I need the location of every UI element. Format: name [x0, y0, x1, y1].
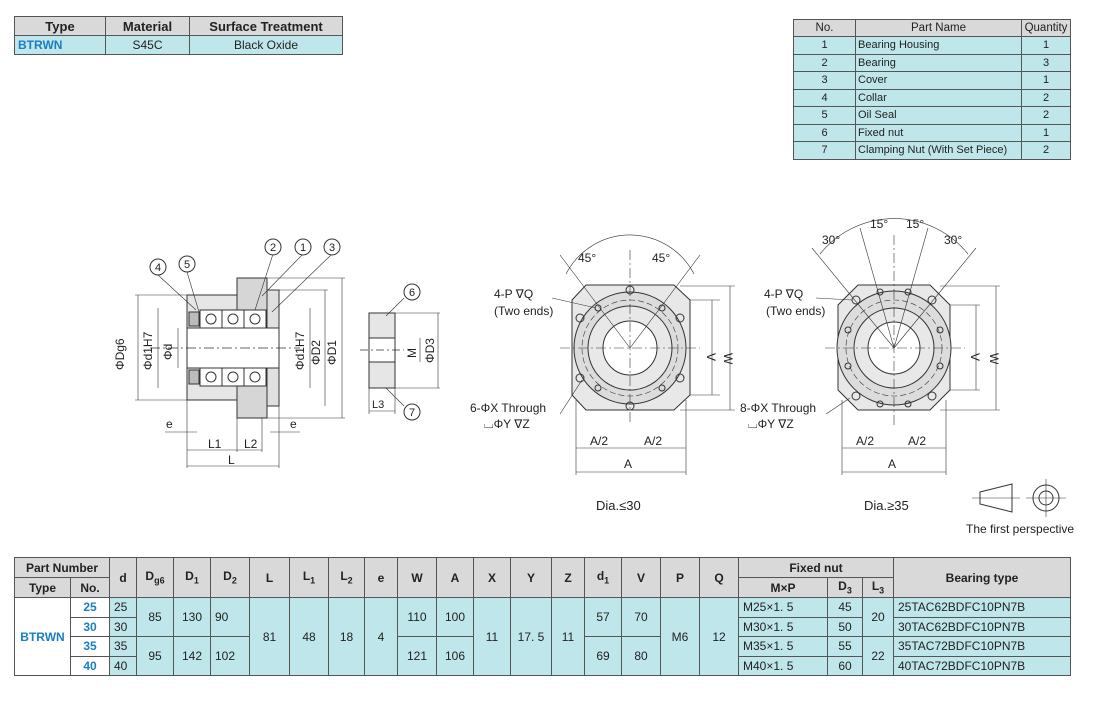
- label-l3: L3: [372, 399, 384, 411]
- balloon-1: 1: [300, 242, 306, 254]
- parts-header-name: Part Name: [855, 19, 1022, 37]
- through-label-small: 6-ΦX Through: [470, 401, 546, 415]
- dim-a-small: A: [624, 457, 632, 471]
- th-fixed-nut: Fixed nut: [738, 557, 894, 578]
- label-d: Φd: [161, 344, 175, 360]
- section-view: [135, 253, 345, 468]
- tap-note-large: (Two ends): [766, 304, 825, 318]
- balloon-2: 2: [270, 242, 276, 254]
- caption-large: Dia.≥35: [864, 498, 909, 513]
- balloon-5: 5: [184, 259, 190, 271]
- spec-table: Type Material Surface Treatment BTRWN S4…: [14, 16, 343, 55]
- label-dg6: ΦDg6: [113, 338, 127, 370]
- angle-15-right: 15°: [906, 217, 924, 231]
- label-e-left: e: [166, 417, 173, 431]
- label-d1h7-left: Φd1H7: [141, 331, 155, 370]
- label-d2: ΦD2: [309, 340, 323, 365]
- spec-material: S45C: [105, 35, 190, 55]
- dim-v-large: V: [968, 353, 982, 361]
- through-label-large: 8-ΦX Through: [740, 401, 816, 415]
- spec-surface: Black Oxide: [189, 35, 343, 55]
- parts-header-no: No.: [793, 19, 856, 37]
- nut-view: [360, 297, 440, 414]
- spec-header-material: Material: [105, 16, 190, 36]
- th-bearing-type: Bearing type: [893, 557, 1071, 598]
- dim-half-a-small-left: A/2: [590, 434, 608, 448]
- section-labels: ΦDg6 Φd1H7 Φd Φd1H7 ΦD2 ΦD1 e e L1 L2 L: [113, 331, 339, 467]
- front-view-small: [551, 234, 735, 475]
- table-row: 35 35 95 142 102 121 106 69 80 M35×1. 5 …: [15, 636, 1071, 676]
- angle-30-right: 30°: [944, 233, 962, 247]
- spec-header-type: Type: [14, 16, 106, 36]
- label-l: L: [228, 453, 235, 467]
- label-d3: ΦD3: [423, 338, 437, 363]
- angle-30-left: 30°: [822, 233, 840, 247]
- label-d1: ΦD1: [325, 340, 339, 365]
- tap-note-small: (Two ends): [494, 304, 553, 318]
- spec-header-surface: Surface Treatment: [189, 16, 343, 36]
- technical-drawing: ΦDg6 Φd1H7 Φd Φd1H7 ΦD2 ΦD1 e e L1 L2 L …: [113, 217, 1066, 517]
- tap-label-small: 4-P ∇Q: [494, 287, 533, 301]
- angle-15-left: 15°: [870, 217, 888, 231]
- dim-w-small: W: [721, 353, 735, 365]
- dim-w-large: W: [987, 353, 1001, 365]
- tap-label-large: 4-P ∇Q: [764, 287, 803, 301]
- dim-half-a-large-right: A/2: [908, 434, 926, 448]
- spec-type: BTRWN: [14, 35, 106, 55]
- balloon-6: 6: [409, 287, 415, 299]
- dim-half-a-large-left: A/2: [856, 434, 874, 448]
- balloon-4: 4: [155, 262, 161, 274]
- dim-half-a-small-right: A/2: [644, 434, 662, 448]
- front-view-large: [811, 218, 1000, 475]
- dimension-table: Part Number d Dg6 D1 D2 L L1 L2 e W A X …: [14, 557, 1071, 676]
- dim-v-small: V: [704, 353, 718, 361]
- label-l2: L2: [244, 437, 258, 451]
- parts-header-qty: Quantity: [1021, 19, 1071, 37]
- angle-45-left: 45°: [578, 251, 596, 265]
- label-e-right: e: [290, 417, 297, 431]
- perspective-caption: The first perspective: [966, 522, 1075, 536]
- label-m: M: [405, 348, 419, 358]
- table-row: 40 40 M40×1. 5 60 40TAC72BDFC10PN7B: [15, 655, 1071, 676]
- cbore-label-large: ⌴ΦY ∇Z: [748, 417, 794, 431]
- dim-a-large: A: [888, 457, 896, 471]
- th-part-number: Part Number: [14, 557, 110, 578]
- table-row: BTRWN 25 25 85 130 90 81 48 18 4 110 100…: [14, 597, 1071, 676]
- balloon-7: 7: [409, 407, 415, 419]
- angle-45-right: 45°: [652, 251, 670, 265]
- first-angle-projection-icon: [972, 479, 1066, 517]
- table-row: 30 30 M30×1. 5 50 30TAC62BDFC10PN7B: [15, 616, 1071, 637]
- balloon-3: 3: [329, 242, 335, 254]
- cbore-label-small: ⌴ΦY ∇Z: [484, 417, 530, 431]
- label-d1h7-right: Φd1H7: [293, 331, 307, 370]
- caption-small: Dia.≤30: [596, 498, 641, 513]
- dim-type: BTRWN: [14, 597, 71, 676]
- label-l1: L1: [208, 437, 222, 451]
- balloons: [149, 238, 421, 421]
